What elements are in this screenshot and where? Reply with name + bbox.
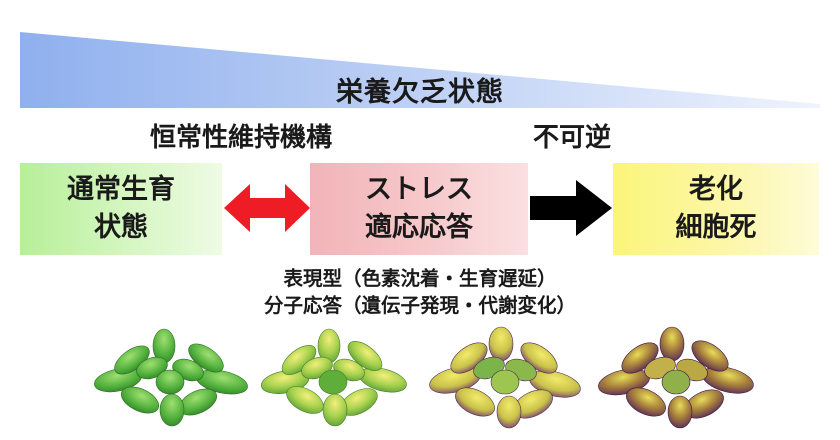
stage-box-line: 通常生育	[67, 174, 175, 205]
nutrient-deficiency-title: 栄養欠乏状態	[336, 77, 504, 108]
rosette-severe-stress-icon	[598, 326, 754, 429]
stage-box-line: 適応応答	[365, 212, 473, 243]
rosette-mild-stress-icon	[260, 328, 407, 427]
rosette-stress-icon	[429, 326, 581, 429]
molecular-response-description: 分子応答（遺伝子発現・代謝変化）	[263, 294, 576, 317]
right-arrow-icon	[530, 180, 612, 236]
double-headed-arrow-icon	[224, 184, 310, 232]
stage-box-stress-response: ストレス 適応応答	[310, 163, 528, 255]
stage-box-normal-growth: 通常生育 状態	[20, 163, 222, 255]
irreversible-label: 不可逆	[532, 123, 611, 153]
homeostasis-label: 恒常性維持機構	[150, 123, 333, 153]
stage-box-line: ストレス	[365, 174, 473, 205]
stage-box-line: 状態	[94, 212, 148, 243]
nutrient-deficiency-gradient-wedge	[20, 32, 820, 108]
phenotype-description: 表現型（色素沈着・生育遅延）	[283, 267, 557, 290]
stage-box-line: 細胞死	[675, 212, 757, 243]
rosette-healthy-icon	[94, 328, 248, 427]
stage-box-line: 老化	[689, 174, 743, 205]
stage-box-senescence: 老化 細胞死	[613, 163, 819, 255]
plant-rosette-row	[94, 326, 754, 429]
